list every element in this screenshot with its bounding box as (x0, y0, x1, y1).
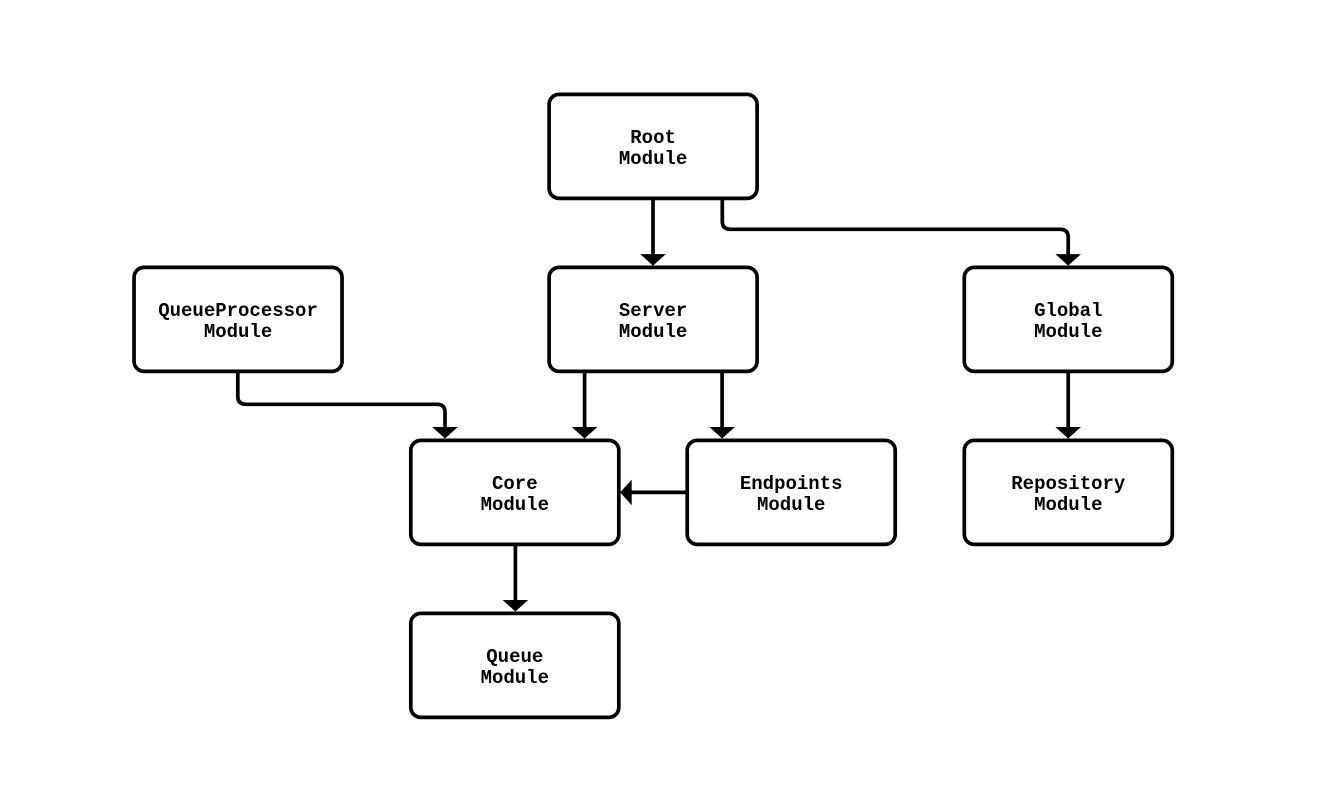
svg-text:Global: Global (1034, 300, 1102, 322)
svg-text:Module: Module (1034, 321, 1102, 343)
svg-text:Root: Root (630, 127, 676, 149)
svg-text:Module: Module (619, 321, 687, 343)
svg-text:Module: Module (204, 321, 272, 343)
svg-text:Server: Server (619, 300, 687, 322)
svg-text:Endpoints: Endpoints (740, 473, 843, 495)
svg-text:QueueProcessor: QueueProcessor (158, 300, 318, 322)
svg-text:Core: Core (492, 473, 538, 495)
svg-text:Repository: Repository (1011, 473, 1126, 495)
svg-text:Module: Module (481, 494, 549, 516)
svg-text:Module: Module (481, 667, 549, 689)
svg-text:Module: Module (619, 148, 687, 170)
svg-text:Queue: Queue (486, 646, 543, 668)
svg-text:Module: Module (757, 494, 825, 516)
svg-text:Module: Module (1034, 494, 1102, 516)
